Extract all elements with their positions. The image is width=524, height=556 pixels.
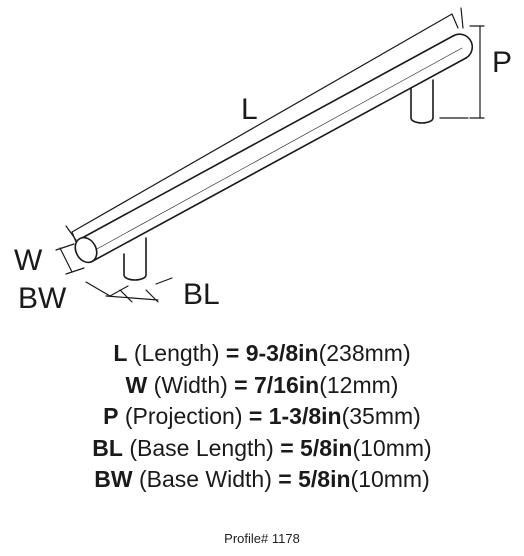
base-length-dimension <box>105 277 173 303</box>
length-label: L <box>241 93 258 126</box>
spec-abbr: P <box>103 403 119 429</box>
length-dimension <box>65 7 464 243</box>
right-post <box>410 79 434 124</box>
bar-body <box>81 33 474 263</box>
bar-end-cap <box>74 236 98 264</box>
spec-width: W (Width) = 7/16in(12mm) <box>0 370 524 402</box>
spec-imperial: 1-3/8in <box>268 403 342 429</box>
spec-length: L (Length) = 9-3/8in(238mm) <box>0 338 524 370</box>
spec-abbr: BL <box>92 434 123 461</box>
specifications-list: L (Length) = 9-3/8in(238mm) W (Width) = … <box>0 338 524 496</box>
profile-number: Profile# 1178 <box>224 531 300 546</box>
spec-equals: = <box>248 403 263 429</box>
left-post <box>123 237 147 281</box>
spec-metric: (238mm) <box>318 340 411 366</box>
spec-name: (Width) <box>153 371 228 398</box>
spec-name: (Base Width) <box>138 466 272 492</box>
spec-metric: (10mm) <box>352 434 432 461</box>
spec-metric: (12mm) <box>319 371 399 398</box>
spec-equals: = <box>234 371 248 398</box>
spec-abbr: W <box>125 371 148 398</box>
spec-imperial: 5/8in <box>300 434 353 461</box>
spec-imperial: 7/16in <box>254 371 320 398</box>
spec-base-length: BL (Base Length) = 5/8in(10mm) <box>0 433 524 465</box>
bar-pull-drawing <box>55 7 485 303</box>
spec-abbr: L <box>113 340 128 366</box>
base-width-dimension <box>85 281 129 297</box>
width-dimension <box>55 243 85 275</box>
spec-base-width: BW (Base Width) = 5/8in(10mm) <box>0 464 524 496</box>
width-label: W <box>14 244 43 277</box>
projection-label: P <box>492 46 513 79</box>
spec-equals: = <box>280 434 294 461</box>
spec-abbr: BW <box>94 466 133 492</box>
spec-imperial: 5/8in <box>298 466 351 492</box>
spec-equals: = <box>225 340 240 366</box>
spec-name: (Length) <box>133 340 220 366</box>
spec-projection: P (Projection) = 1-3/8in(35mm) <box>0 401 524 433</box>
projection-dimension <box>439 25 485 119</box>
spec-name: (Projection) <box>124 403 243 429</box>
spec-name: (Base Length) <box>129 434 274 461</box>
base-width-label: BW <box>18 282 67 315</box>
spec-metric: (35mm) <box>341 403 421 429</box>
spec-metric: (10mm) <box>350 466 430 492</box>
spec-equals: = <box>278 466 292 492</box>
base-length-label: BL <box>183 278 220 311</box>
spec-imperial: 9-3/8in <box>245 340 319 366</box>
